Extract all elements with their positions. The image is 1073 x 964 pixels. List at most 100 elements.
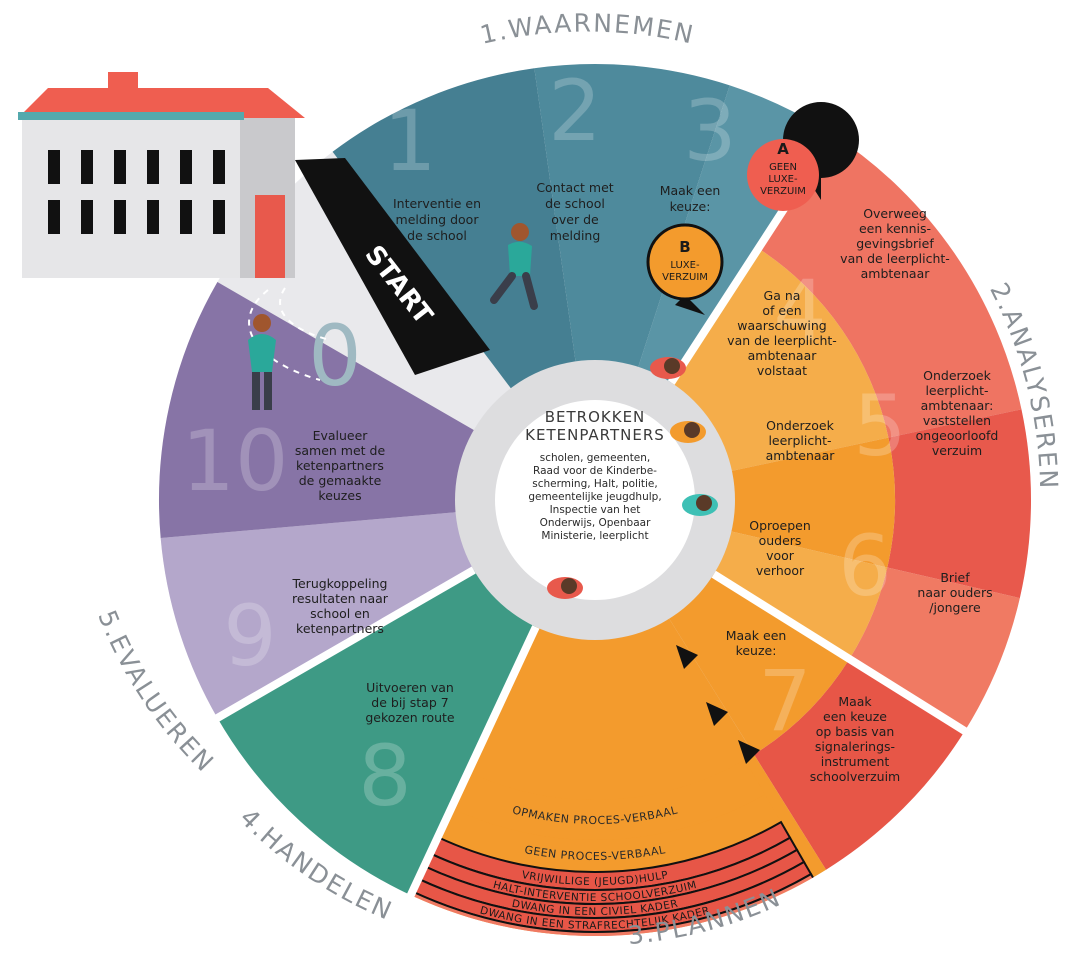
center-line: scholen, gemeenten, <box>540 452 651 464</box>
step-4b-text: waarschuwing <box>737 318 826 333</box>
step-7b-text: Maak een <box>726 628 787 643</box>
step-5a-text: ambtenaar: <box>921 398 994 413</box>
step-10-text: ketenpartners <box>296 458 384 473</box>
person-icon <box>650 357 686 379</box>
step-10-text: Evalueer <box>313 428 369 443</box>
segment-step-8 <box>217 550 553 896</box>
route-band <box>451 759 765 840</box>
phase-divider <box>211 566 476 724</box>
segment-step-1 <box>332 68 582 421</box>
step-5a-text: ongeoorloofd <box>916 428 999 443</box>
step-8-text: de bij stap 7 <box>371 695 448 710</box>
center-line: Ministerie, leerplicht <box>541 530 648 542</box>
window <box>81 200 93 234</box>
step-4b-text: of een <box>762 303 801 318</box>
person-icon <box>547 577 583 599</box>
segment-step-5-a <box>887 409 1031 599</box>
step-4a-text: een kennis- <box>859 221 931 236</box>
step-7b-text: keuze: <box>736 643 777 658</box>
window <box>147 150 159 184</box>
step-number-9: 9 <box>223 587 276 685</box>
center-line: Onderwijs, Openbaar <box>540 517 652 529</box>
step-6b-text: voor <box>766 548 795 563</box>
segment-step-10 <box>159 282 509 538</box>
step-5b-text: ambtenaar <box>766 448 836 463</box>
school-building-icon <box>18 72 305 278</box>
step-number-8: 8 <box>358 727 411 825</box>
step-number-3: 3 <box>683 82 736 180</box>
step-6b-text: Oproepen <box>749 518 811 533</box>
step-10-text: de gemaakte <box>299 473 382 488</box>
step-9-text: school en <box>310 606 370 621</box>
step-7a-text: signalerings- <box>815 739 895 754</box>
segment-step-5-b <box>692 437 896 568</box>
window <box>180 150 192 184</box>
route-arrow <box>738 740 760 764</box>
step-2-text: de school <box>545 196 605 211</box>
step-4a-text: Overweeg <box>863 206 927 221</box>
window <box>213 200 225 234</box>
window <box>114 150 126 184</box>
center-title: BETROKKEN <box>545 408 646 426</box>
step-6b-text: verhoor <box>756 563 805 578</box>
step-number-10: 10 <box>182 412 289 510</box>
step-4b-text: Ga na <box>764 288 801 303</box>
step-6a-text: Brief <box>940 570 970 585</box>
segment-step-6-a <box>849 567 1020 732</box>
svg-text:LUXE-: LUXE- <box>768 174 798 185</box>
phase-divider <box>405 625 540 901</box>
step-1-text: Interventie en <box>393 196 481 211</box>
step-1-text: melding door <box>396 212 480 227</box>
step-number-0: 0 <box>308 307 361 405</box>
step-number-5: 5 <box>853 377 906 475</box>
step-2-text: Contact met <box>536 180 613 195</box>
step-5b-text: Onderzoek <box>766 418 834 433</box>
window <box>48 150 60 184</box>
segment-step-9 <box>160 508 509 718</box>
svg-text:A: A <box>777 140 789 158</box>
svg-text:LUXE-: LUXE- <box>670 260 700 271</box>
step-2-text: melding <box>550 228 601 243</box>
segment-step-7-b <box>647 552 850 755</box>
step-3-text: Maak een <box>660 183 721 198</box>
step-3-text: keuze: <box>670 199 711 214</box>
badge-b-luxeverzuim: B LUXE- VERZUIM <box>646 223 724 315</box>
svg-text:GEEN: GEEN <box>769 162 797 173</box>
segment-step-2 <box>534 63 730 405</box>
person-icon <box>682 494 718 516</box>
step-5a-text: vaststellen <box>923 413 991 428</box>
step-5a-text: leerplicht- <box>925 383 988 398</box>
step-number-2: 2 <box>548 62 601 160</box>
step-7a-text: schoolverzuim <box>810 769 900 784</box>
step-7a-text: op basis van <box>816 724 895 739</box>
step-number-7: 7 <box>758 652 811 750</box>
window <box>147 200 159 234</box>
center-line: Inspectie van het <box>550 504 641 516</box>
step-10-text: keuzes <box>318 488 361 503</box>
step-4a-text: gevingsbrief <box>856 236 934 251</box>
step-1-text: de school <box>407 228 467 243</box>
person-icon <box>670 421 706 443</box>
person-icon <box>248 314 276 410</box>
step-10-text: samen met de <box>295 443 386 458</box>
step-6a-text: /jongere <box>929 600 981 615</box>
svg-text:B: B <box>679 238 690 256</box>
step-5a-text: verzuim <box>932 443 982 458</box>
center-line: Raad voor de Kinderbe- <box>533 465 657 477</box>
step-6b-text: ouders <box>759 533 802 548</box>
step-4a-text: ambtenaar <box>861 266 931 281</box>
center-line: scherming, Halt, politie, <box>532 478 657 490</box>
step-8-text: Uitvoeren van <box>366 680 454 695</box>
center-ketenpartners: BETROKKEN KETENPARTNERS scholen, gemeent… <box>525 408 664 542</box>
route-band <box>437 794 781 872</box>
window <box>180 200 192 234</box>
step-9-text: Terugkoppeling <box>291 576 387 591</box>
step-number-1: 1 <box>383 92 436 190</box>
step-8-text: gekozen route <box>365 710 455 725</box>
segment-step-7-a <box>753 658 965 870</box>
window <box>48 200 60 234</box>
svg-text:VERZUIM: VERZUIM <box>760 186 806 197</box>
